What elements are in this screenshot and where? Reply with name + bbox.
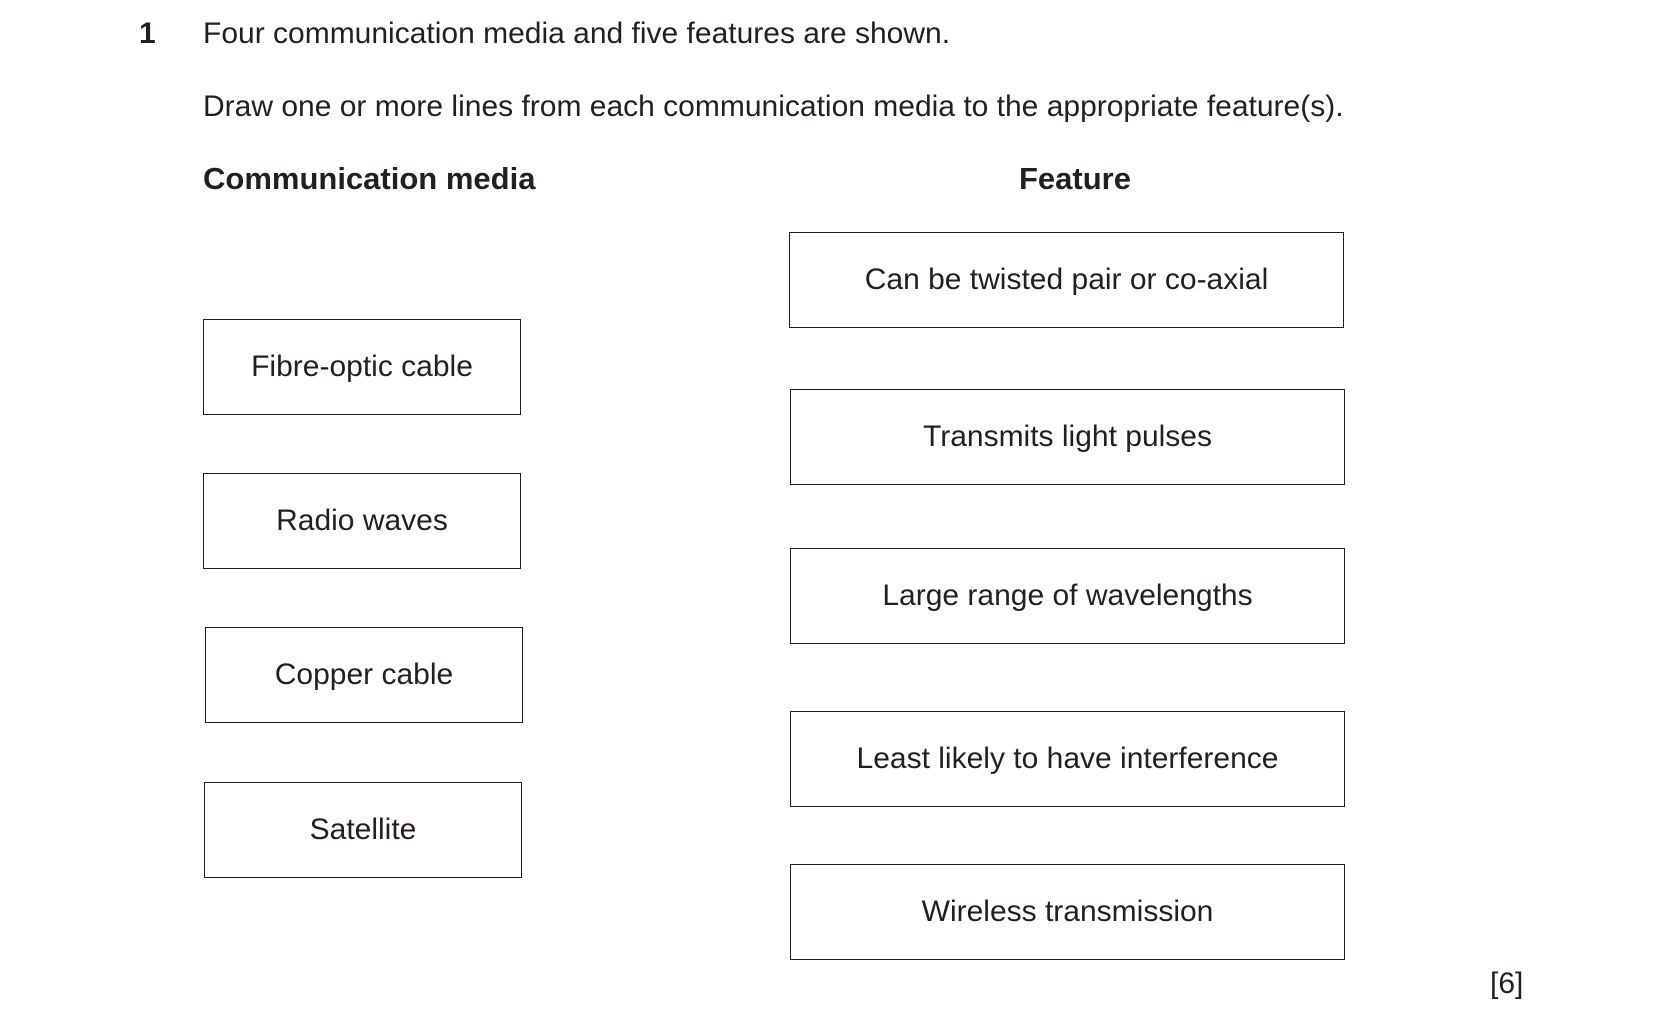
question-intro: Four communication media and five featur… — [203, 17, 951, 50]
question-number: 1 — [139, 17, 156, 50]
feature-box-interference[interactable]: Least likely to have interference — [790, 711, 1345, 807]
media-column-heading: Communication media — [203, 161, 536, 196]
media-box-fibre-optic-cable[interactable]: Fibre-optic cable — [203, 319, 521, 415]
feature-box-light-pulses[interactable]: Transmits light pulses — [790, 389, 1345, 485]
question-instruction: Draw one or more lines from each communi… — [203, 90, 1344, 123]
media-box-copper-cable[interactable]: Copper cable — [205, 627, 523, 723]
feature-column-heading: Feature — [1019, 161, 1131, 196]
media-box-radio-waves[interactable]: Radio waves — [203, 473, 521, 569]
feature-label: Large range of wavelengths — [882, 579, 1253, 612]
marks-indicator: [6] — [1490, 967, 1524, 1000]
feature-box-wavelengths[interactable]: Large range of wavelengths — [790, 548, 1345, 644]
media-label: Satellite — [309, 813, 417, 846]
media-label: Radio waves — [276, 504, 448, 537]
media-box-satellite[interactable]: Satellite — [204, 782, 522, 878]
media-label: Fibre-optic cable — [251, 350, 473, 383]
feature-label: Least likely to have interference — [856, 742, 1279, 775]
feature-box-wireless[interactable]: Wireless transmission — [790, 864, 1345, 960]
feature-box-twisted-pair[interactable]: Can be twisted pair or co-axial — [789, 232, 1344, 328]
feature-label: Transmits light pulses — [923, 420, 1212, 453]
media-label: Copper cable — [274, 658, 454, 691]
feature-label: Can be twisted pair or co-axial — [864, 263, 1269, 296]
feature-label: Wireless transmission — [921, 895, 1214, 928]
